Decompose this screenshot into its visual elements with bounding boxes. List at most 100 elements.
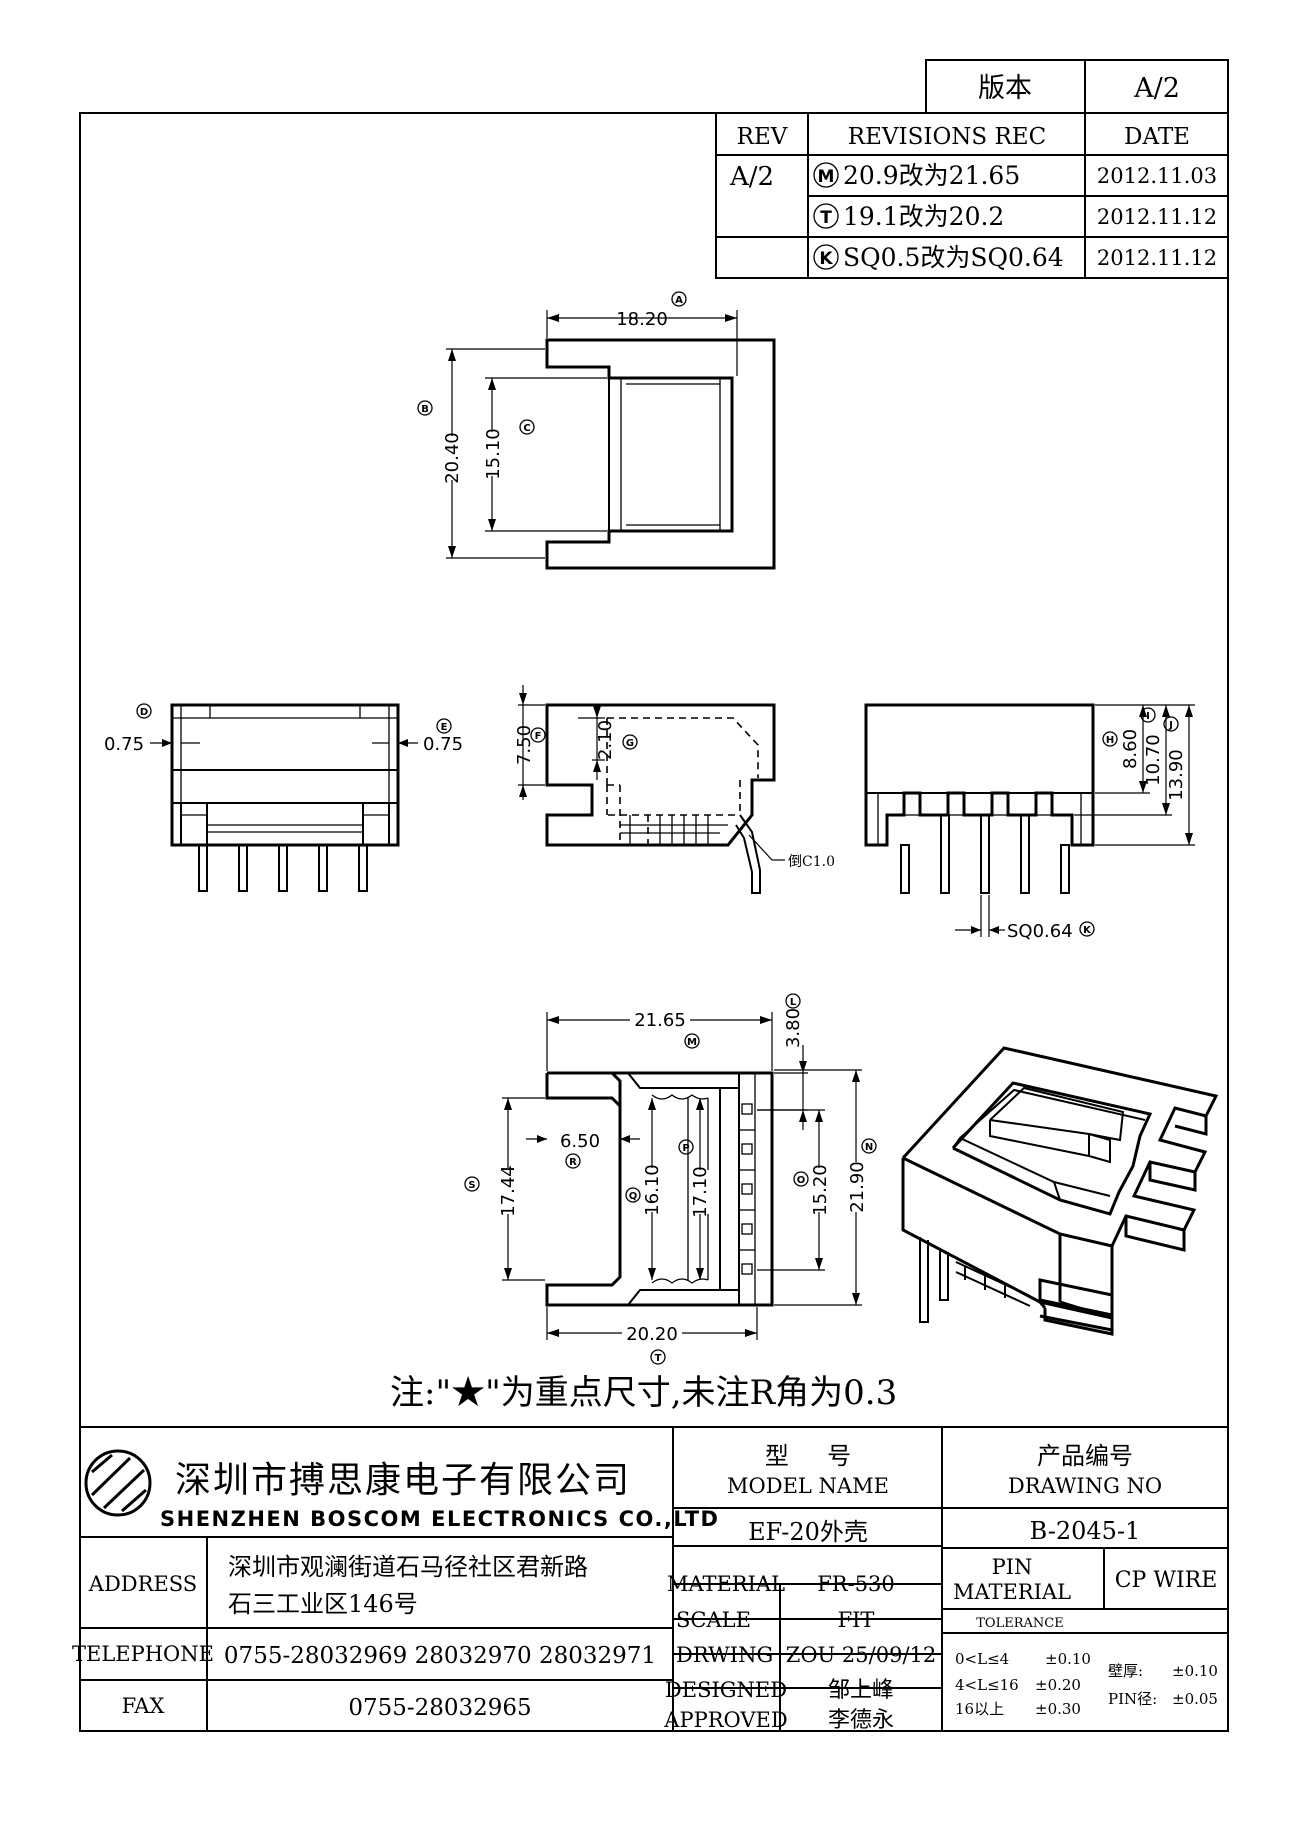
rev-text-2: 19.1改为20.2	[843, 202, 1004, 231]
pin-dia-value: ±0.05	[1172, 1690, 1218, 1708]
dim-t-value: 20.20	[626, 1324, 678, 1345]
rev-date-3: 2012.11.12	[1097, 246, 1217, 270]
dim-k-value: SQ0.64	[1007, 921, 1073, 942]
telephone-label: TELEPHONE	[72, 1642, 214, 1666]
pin-material-label-2: MATERIAL	[953, 1580, 1071, 1604]
marker-m: M	[687, 1037, 697, 1048]
rev-value: A/2	[729, 162, 774, 192]
rev-date-1: 2012.11.03	[1097, 164, 1217, 188]
chamfer-label: 倒C1.0	[788, 854, 835, 870]
front-view: 0.75 D 0.75 E	[104, 703, 463, 892]
dim-p-value: 17.10	[690, 1166, 711, 1218]
tol-2-range: 4<L≤16	[955, 1676, 1019, 1694]
dim-f-value: 7.50	[514, 725, 535, 765]
dim-g-value: 2.10	[595, 720, 616, 760]
rev-date-2: 2012.11.12	[1097, 205, 1217, 229]
rev-header: REV	[737, 124, 788, 150]
company-name-en: SHENZHEN BOSCOM ELECTRONICS CO.,LTD	[160, 1507, 719, 1531]
marker-q: Q	[629, 1191, 638, 1202]
dim-r-value: 6.50	[560, 1131, 600, 1152]
pin-dia-label: PIN径:	[1108, 1690, 1157, 1708]
tol-1-range: 0<L≤4	[955, 1650, 1009, 1668]
approved-label: APPROVED	[663, 1708, 787, 1732]
drawing-note: 注:"★"为重点尺寸,未注R角为0.3	[390, 1373, 897, 1413]
side-view: 倒C1.0 7.50 F 2.10 G	[514, 685, 835, 894]
dim-j-value: 10.70	[1143, 734, 1164, 786]
company-name-cn: 深圳市搏思康电子有限公司	[175, 1460, 631, 1501]
dim-e-value: 0.75	[423, 734, 463, 755]
dim-b-value: 20.40	[442, 432, 463, 484]
marker-c: C	[523, 423, 530, 434]
fax-value: 0755-28032965	[348, 1695, 531, 1721]
dim-q-value: 16.10	[642, 1164, 663, 1216]
marker-g: G	[626, 738, 634, 749]
dim-a-value: 18.20	[616, 309, 668, 330]
dim-l-value: 3.80	[783, 1008, 804, 1048]
drawing-border	[79, 112, 1229, 1732]
approved-value: 李德永	[828, 1708, 894, 1733]
telephone-value: 0755-28032969 28032970 28032971	[224, 1643, 656, 1669]
title-block: 深圳市搏思康电子有限公司 SHENZHEN BOSCOM ELECTRONICS…	[72, 1426, 1228, 1733]
drawing-no-value: B-2045-1	[1030, 1517, 1141, 1545]
drwing-label: DRWING	[676, 1643, 773, 1667]
date-header: DATE	[1124, 124, 1190, 150]
marker-b: B	[421, 404, 429, 415]
marker-p: P	[682, 1143, 689, 1154]
marker-l: L	[790, 997, 797, 1008]
address-line-1: 深圳市观澜街道石马径社区君新路	[228, 1553, 588, 1581]
rev-mark-1: M	[818, 167, 835, 187]
rev-mark-3: K	[819, 249, 833, 269]
model-label-cn: 型 号	[765, 1442, 851, 1470]
rev-text-3: SQ0.5改为SQ0.64	[843, 243, 1064, 272]
designed-value: 邹上峰	[828, 1678, 894, 1703]
model-label-en: MODEL NAME	[727, 1474, 889, 1498]
isometric-view	[901, 1046, 1219, 1336]
dim-h-value: 13.90	[1166, 749, 1187, 801]
dim-o-value: 15.20	[810, 1164, 831, 1216]
marker-j: J	[1168, 720, 1173, 731]
rec-header: REVISIONS REC	[848, 124, 1046, 150]
scale-label: SCALE	[676, 1608, 751, 1632]
marker-a: A	[675, 295, 683, 306]
bottom-view: 21.65 M 3.80 L 21.90 N 15.20 O	[464, 993, 877, 1365]
tolerance-label: TOLERANCE	[976, 1616, 1063, 1631]
version-value: A/2	[1133, 73, 1180, 104]
marker-k: K	[1083, 925, 1092, 936]
material-label: MATERIAL	[667, 1572, 785, 1596]
top-view: 18.20 A 20.40 B 15.10 C	[417, 291, 776, 570]
right-side-view: SQ0.64 K 8.60 I 10.70 J 13.90 H	[864, 703, 1195, 942]
tol-1-value: ±0.10	[1045, 1650, 1091, 1668]
dim-n-value: 21.90	[847, 1161, 868, 1213]
fax-label: FAX	[122, 1694, 165, 1718]
marker-n: N	[865, 1142, 873, 1153]
marker-t: T	[655, 1353, 662, 1364]
rev-text-1: 20.9改为21.65	[843, 161, 1020, 190]
wall-value: ±0.10	[1172, 1662, 1218, 1680]
pin-material-value: CP WIRE	[1115, 1568, 1218, 1593]
drawing-no-label-cn: 产品编号	[1037, 1442, 1133, 1470]
scale-value: FIT	[838, 1608, 875, 1632]
tol-3-value: ±0.30	[1035, 1700, 1081, 1718]
marker-d: D	[140, 707, 148, 718]
marker-s: S	[468, 1180, 475, 1191]
rev-mark-2: T	[820, 208, 832, 228]
marker-h: H	[1106, 735, 1114, 746]
wall-label: 壁厚:	[1108, 1662, 1143, 1680]
version-box: 版本 A/2	[925, 59, 1229, 114]
company-logo-icon	[84, 1449, 152, 1517]
model-value: EF-20外壳	[748, 1518, 868, 1546]
marker-e: E	[441, 722, 448, 733]
marker-r: R	[569, 1157, 577, 1168]
dim-c-value: 15.10	[483, 428, 504, 480]
address-line-2: 石三工业区146号	[228, 1590, 418, 1618]
revisions-table: REV REVISIONS REC DATE A/2 M 20.9改为21.65…	[715, 112, 1229, 279]
dim-m-value: 21.65	[634, 1010, 686, 1031]
version-label: 版本	[978, 73, 1032, 104]
material-value: FR-530	[817, 1572, 895, 1596]
drwing-value: ZOU 25/09/12	[786, 1643, 937, 1667]
address-label: ADDRESS	[88, 1572, 197, 1596]
dim-s-value: 17.44	[498, 1165, 519, 1217]
marker-o: O	[797, 1175, 806, 1186]
dim-d-value: 0.75	[104, 734, 144, 755]
